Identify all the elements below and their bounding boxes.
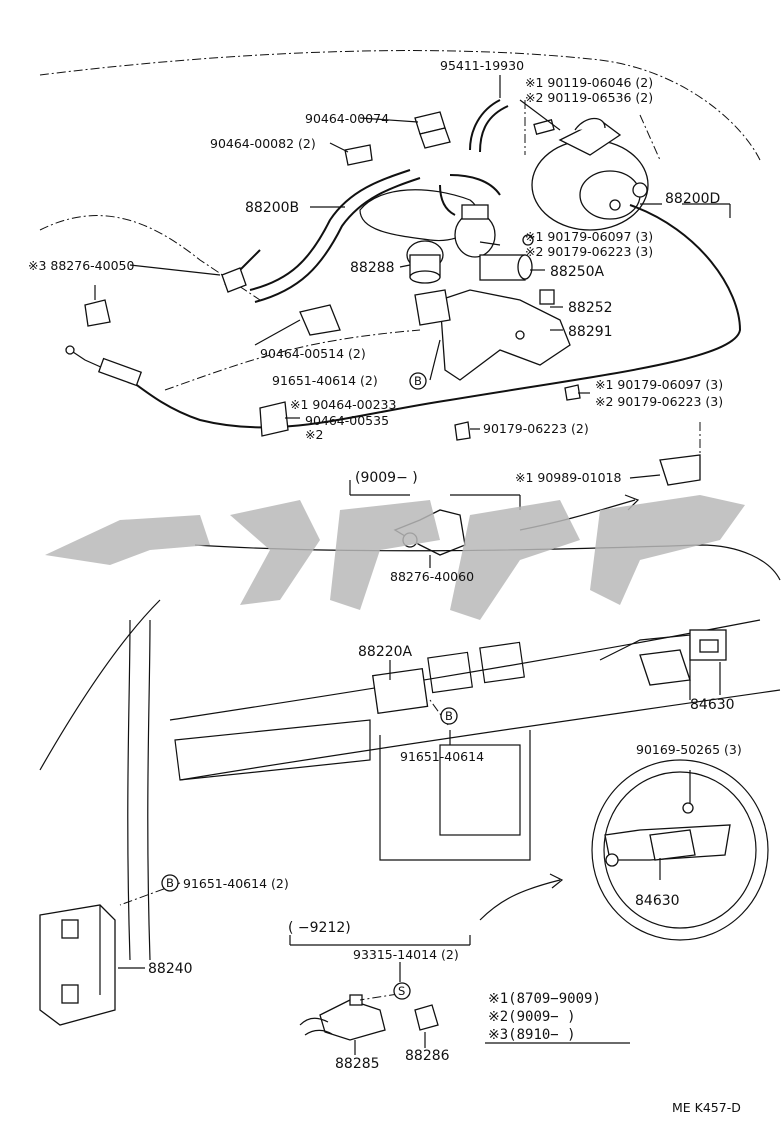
bolt-b-marker-2 bbox=[440, 707, 458, 725]
steering-wheel bbox=[591, 759, 769, 941]
bolt-b-letter-1: B bbox=[414, 374, 422, 388]
label-90464-82: 90464-00082 (2) bbox=[210, 136, 316, 151]
label-90179-23a: ※2 90179-06223 (3) bbox=[525, 244, 653, 259]
label-88252: 88252 bbox=[568, 300, 613, 316]
label-90179-23c: 90179-06223 (2) bbox=[483, 421, 589, 436]
note-2: ※2(9009− ) bbox=[488, 1009, 576, 1025]
label-90179-23b: ※2 90179-06223 (3) bbox=[595, 394, 723, 409]
part-labels: 95411-19930 ※1 90119-06046 (2) ※2 90119-… bbox=[28, 58, 742, 1072]
control-cable-88200D bbox=[65, 204, 742, 429]
label-84630-b: 84630 bbox=[635, 893, 680, 909]
vacuum-hoses bbox=[224, 99, 509, 303]
bolt-b-letter-2: B bbox=[445, 709, 453, 723]
note-3: ※3(8910− ) bbox=[488, 1027, 576, 1043]
label-88276-60: 88276-40060 bbox=[390, 569, 474, 584]
label-95411: 95411-19930 bbox=[440, 58, 524, 73]
hose-clamps bbox=[84, 111, 451, 327]
label-88200D: 88200D bbox=[665, 191, 720, 207]
label-90464-535-note: ※2 bbox=[305, 427, 323, 442]
vacuum-pump-88250A bbox=[454, 204, 534, 281]
label-88286: 88286 bbox=[405, 1048, 450, 1064]
label-93315: 93315-14014 (2) bbox=[353, 947, 459, 962]
label-90119-b: ※2 90119-06536 (2) bbox=[525, 90, 653, 105]
label-9212-range: ( −9212) bbox=[288, 920, 351, 936]
note-1: ※1(8709−9009) bbox=[488, 991, 601, 1007]
label-90989: ※1 90989-01018 bbox=[515, 470, 621, 485]
label-88240: 88240 bbox=[148, 961, 193, 977]
label-88200B: 88200B bbox=[245, 200, 299, 216]
bolt-s-marker bbox=[393, 982, 411, 1000]
label-91651-a: 91651-40614 (2) bbox=[272, 373, 378, 388]
watermark-logo bbox=[45, 495, 745, 620]
label-88250A: 88250A bbox=[550, 264, 605, 280]
vacuum-valve-88288 bbox=[406, 240, 444, 284]
label-88288: 88288 bbox=[350, 260, 395, 276]
label-90464-233: ※1 90464-00233 bbox=[290, 397, 396, 412]
label-90179-97b: ※1 90179-06097 (3) bbox=[595, 377, 723, 392]
label-90464-514: 90464-00514 (2) bbox=[260, 346, 366, 361]
switch-88285 bbox=[299, 994, 386, 1041]
label-90169: 90169-50265 (3) bbox=[636, 742, 742, 757]
label-90179-97a: ※1 90179-06097 (3) bbox=[525, 229, 653, 244]
label-88220A: 88220A bbox=[358, 644, 413, 660]
label-90464-74: 90464-00074 bbox=[305, 111, 389, 126]
label-88276-50: ※3 88276-40050 bbox=[28, 258, 134, 273]
label-84630-a: 84630 bbox=[690, 697, 735, 713]
bolt-markers: B B B S bbox=[161, 372, 458, 1000]
cap-88286 bbox=[414, 1004, 439, 1031]
label-9009-range: (9009− ) bbox=[355, 470, 418, 486]
cruise-computer-88240 bbox=[39, 904, 116, 1026]
actuator-assembly bbox=[531, 117, 649, 231]
label-91651-b: 91651-40614 bbox=[400, 749, 484, 764]
leader-lines bbox=[94, 75, 731, 1055]
bolt-s-letter: S bbox=[398, 984, 405, 998]
bolt-b-letter-3: B bbox=[166, 876, 174, 890]
label-88285: 88285 bbox=[335, 1056, 380, 1072]
label-90119-a: ※1 90119-06046 (2) bbox=[525, 75, 653, 90]
bolt-b-marker-1 bbox=[409, 372, 427, 390]
bracket-88291 bbox=[414, 289, 571, 381]
label-91651-c: 91651-40614 (2) bbox=[183, 876, 289, 891]
bolt-b-marker-3 bbox=[161, 874, 179, 892]
figure-code: ME K457-D bbox=[672, 1100, 741, 1115]
dashboard-outline bbox=[39, 544, 781, 961]
label-88291: 88291 bbox=[568, 324, 613, 340]
label-90464-535: 90464-00535 bbox=[305, 413, 389, 428]
small-clips bbox=[259, 304, 701, 486]
notes-legend: ※1(8709−9009) ※2(9009− ) ※3(8910− ) bbox=[488, 991, 601, 1043]
